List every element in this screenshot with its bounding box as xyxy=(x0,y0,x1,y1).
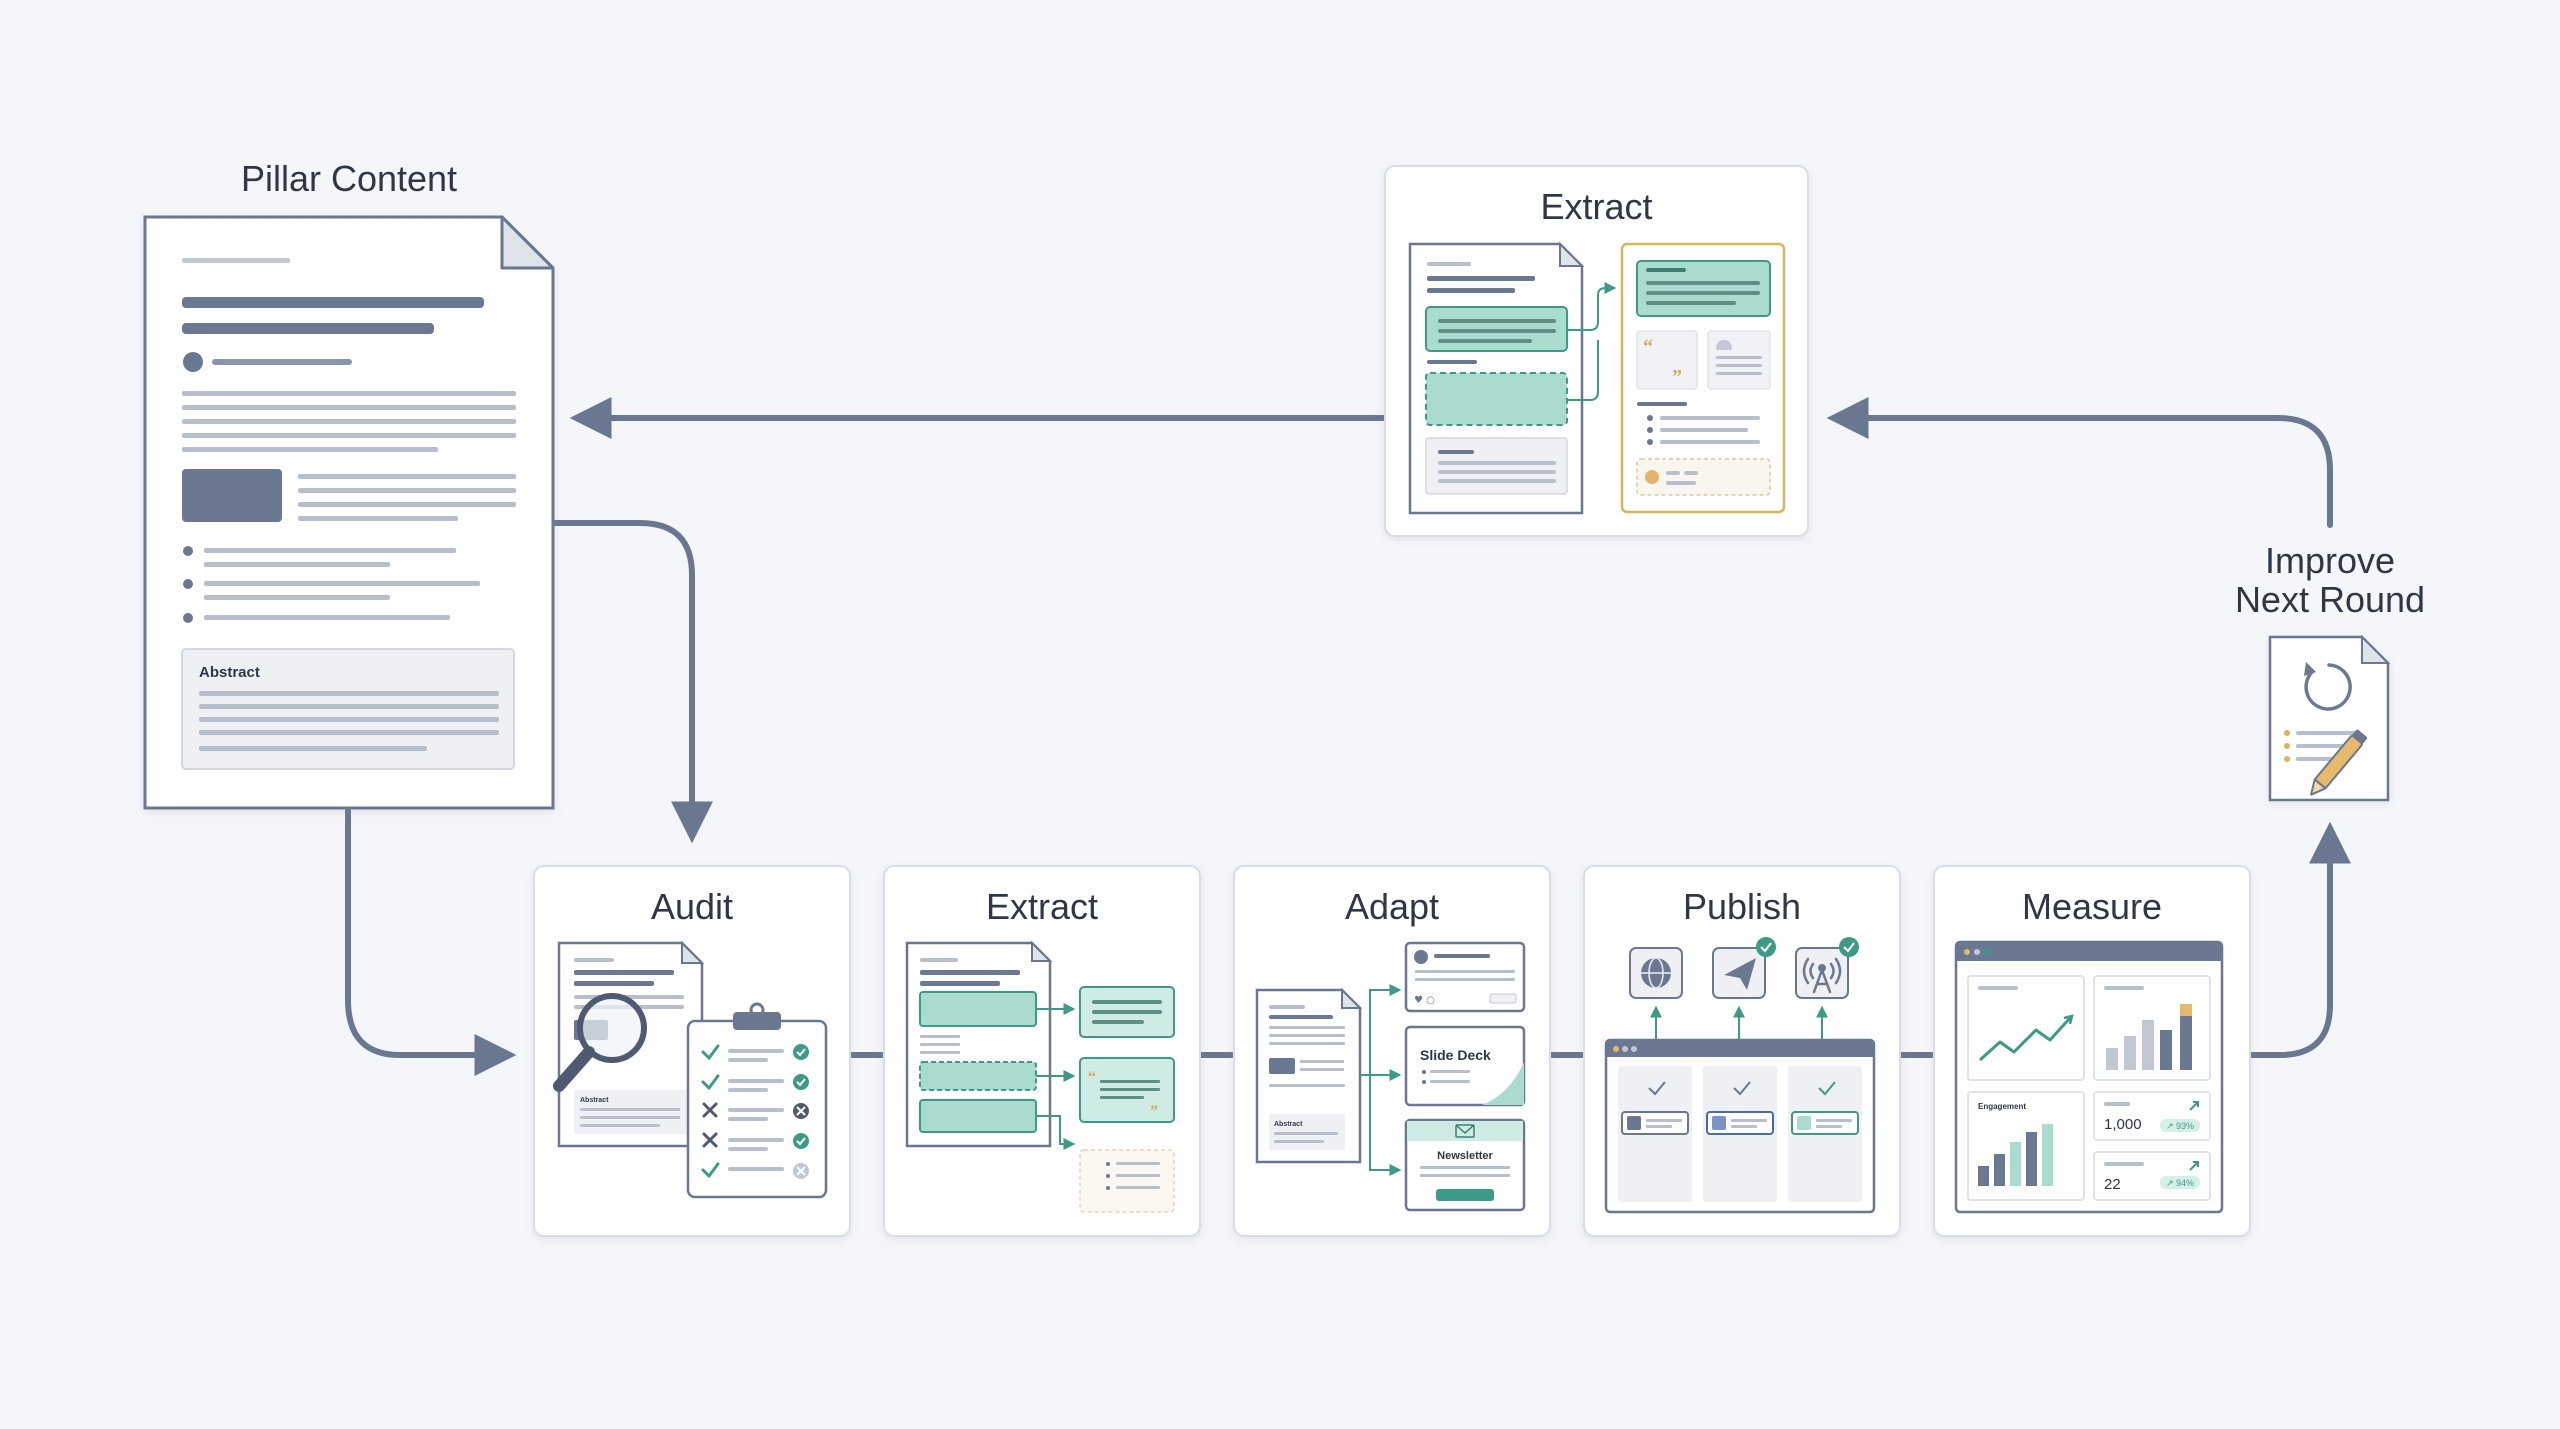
stage-title-measure: Measure xyxy=(2021,886,2163,927)
pillar-document: Abstract xyxy=(143,215,555,810)
svg-text:”: ” xyxy=(1150,1103,1158,1120)
audit-mini-abstract: Abstract xyxy=(580,1097,609,1104)
measure-dashboard-icon: Engagement 1,000 ↗ 93% 22 ↗ 94% xyxy=(1954,940,2224,1214)
improve-title-line2: Next Round xyxy=(2234,579,2426,620)
broadcast-icon xyxy=(1802,957,1842,994)
adapt-formats-icon: Abstract ♥ ○ Slide Deck Newsletter xyxy=(1255,941,1526,1212)
arrow-improve-to-extract xyxy=(1826,397,2333,528)
stage-title-adapt: Adapt xyxy=(1344,886,1440,927)
svg-text:♥ ○: ♥ ○ xyxy=(1414,995,1435,1006)
paper-plane-icon xyxy=(1724,958,1756,990)
extract-top-card: “ ” xyxy=(1384,165,1809,537)
pillar-abstract-label: Abstract xyxy=(199,664,260,681)
arrow-measure-to-improve xyxy=(2247,821,2351,1058)
refresh-icon xyxy=(2304,663,2352,711)
improve-title-line1: Improve xyxy=(2264,540,2396,581)
extract-top-title: Extract xyxy=(1540,186,1653,227)
measure-metric-2: 22 xyxy=(2104,1176,2121,1193)
connector-arrows xyxy=(345,397,2351,1076)
pillar-content-title: Pillar Content xyxy=(240,158,458,199)
measure-metric-1-delta: ↗ 93% xyxy=(2166,1121,2194,1131)
improve-document-icon xyxy=(2268,634,2391,802)
audit-clipboard-icon: Abstract xyxy=(553,940,828,1199)
svg-text:”: ” xyxy=(1672,366,1682,388)
stage-title-audit: Audit xyxy=(650,886,734,927)
publish-channels-icon xyxy=(1604,937,1876,1214)
stage-title-publish: Publish xyxy=(1682,886,1802,927)
stage-title-extract: Extract xyxy=(985,886,1099,927)
adapt-slide-deck: Slide Deck xyxy=(1420,1047,1491,1063)
adapt-mini-abstract: Abstract xyxy=(1274,1121,1303,1128)
svg-text:“: “ xyxy=(1088,1069,1096,1086)
svg-text:“: “ xyxy=(1643,336,1653,358)
adapt-newsletter: Newsletter xyxy=(1437,1150,1493,1162)
measure-engagement-label: Engagement xyxy=(1978,1102,2026,1111)
arrow-pillar-to-audit xyxy=(552,520,713,844)
measure-metric-2-delta: ↗ 94% xyxy=(2166,1178,2194,1188)
pencil-icon xyxy=(2310,729,2368,796)
extract-blocks-icon: “ ” xyxy=(905,940,1175,1213)
arrow-pillar-bottom-to-audit xyxy=(345,805,517,1076)
measure-metric-1: 1,000 xyxy=(2104,1116,2142,1133)
